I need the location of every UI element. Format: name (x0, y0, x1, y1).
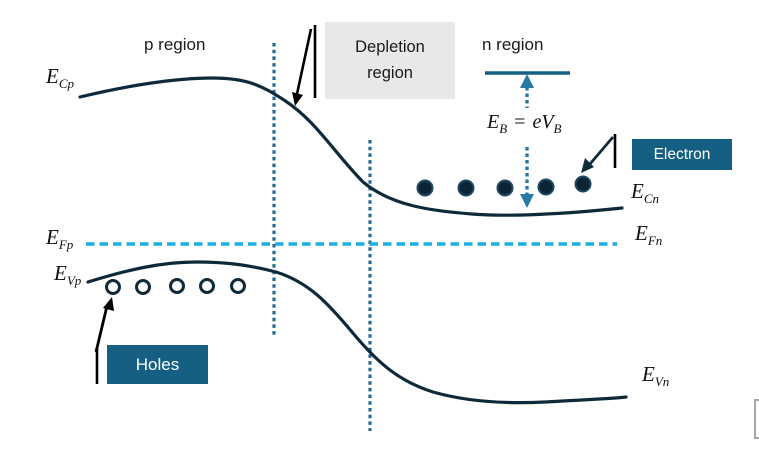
formula-equals: = (514, 111, 526, 133)
depletion-callout-leader (295, 28, 313, 95)
formula-lhs: E (487, 111, 500, 133)
cropped-selection-edge (754, 399, 759, 439)
formula-lhs-sub: B (499, 121, 508, 136)
hole-dot (169, 278, 185, 294)
depletion-callout-arrowhead (292, 92, 303, 106)
electron-dot (416, 179, 434, 197)
electron-callout-label: Electron (653, 145, 711, 163)
electron-dot (574, 175, 592, 193)
holes-callout-leader (94, 305, 109, 353)
electron-dot (537, 178, 555, 196)
formula-rhs-sub: B (553, 121, 562, 136)
formula-rhs: eV (532, 111, 554, 133)
barrier-energy-formula: EB=eVB (487, 111, 562, 135)
valence-band-curve (86, 260, 628, 405)
hole-dot (230, 278, 246, 294)
n-region-label: n region (482, 35, 544, 54)
depletion-region-label-line2: region (367, 64, 413, 82)
holes-callout-arrowhead (103, 297, 114, 311)
electron-dot (496, 179, 514, 197)
holes-callout-box: Holes (107, 345, 208, 384)
electron-callout-leader (588, 136, 615, 165)
label-ecp: ECp (46, 64, 74, 92)
hole-dot (135, 279, 151, 295)
depletion-region-box: Depletion region (325, 22, 455, 99)
electron-particles (416, 175, 592, 197)
label-evn: EVn (642, 362, 670, 390)
p-region-label: p region (144, 35, 206, 54)
hole-dot (105, 279, 121, 295)
depletion-region-label-line1: Depletion (355, 38, 425, 56)
label-efn: EFn (635, 221, 663, 249)
conduction-band-curve (78, 76, 624, 217)
holes-callout-label: Holes (135, 354, 180, 374)
label-evp: EVp (54, 261, 82, 289)
electron-dot (457, 179, 475, 197)
hole-dot (199, 278, 215, 294)
electron-callout-arrowhead (581, 158, 594, 173)
label-ecn: ECn (631, 179, 659, 207)
barrier-arrow-down-head (520, 194, 534, 208)
electron-callout-box: Electron (632, 139, 732, 170)
label-efp: EFp (46, 225, 74, 253)
barrier-arrow-up-head (520, 74, 534, 88)
hole-particles (105, 278, 246, 295)
